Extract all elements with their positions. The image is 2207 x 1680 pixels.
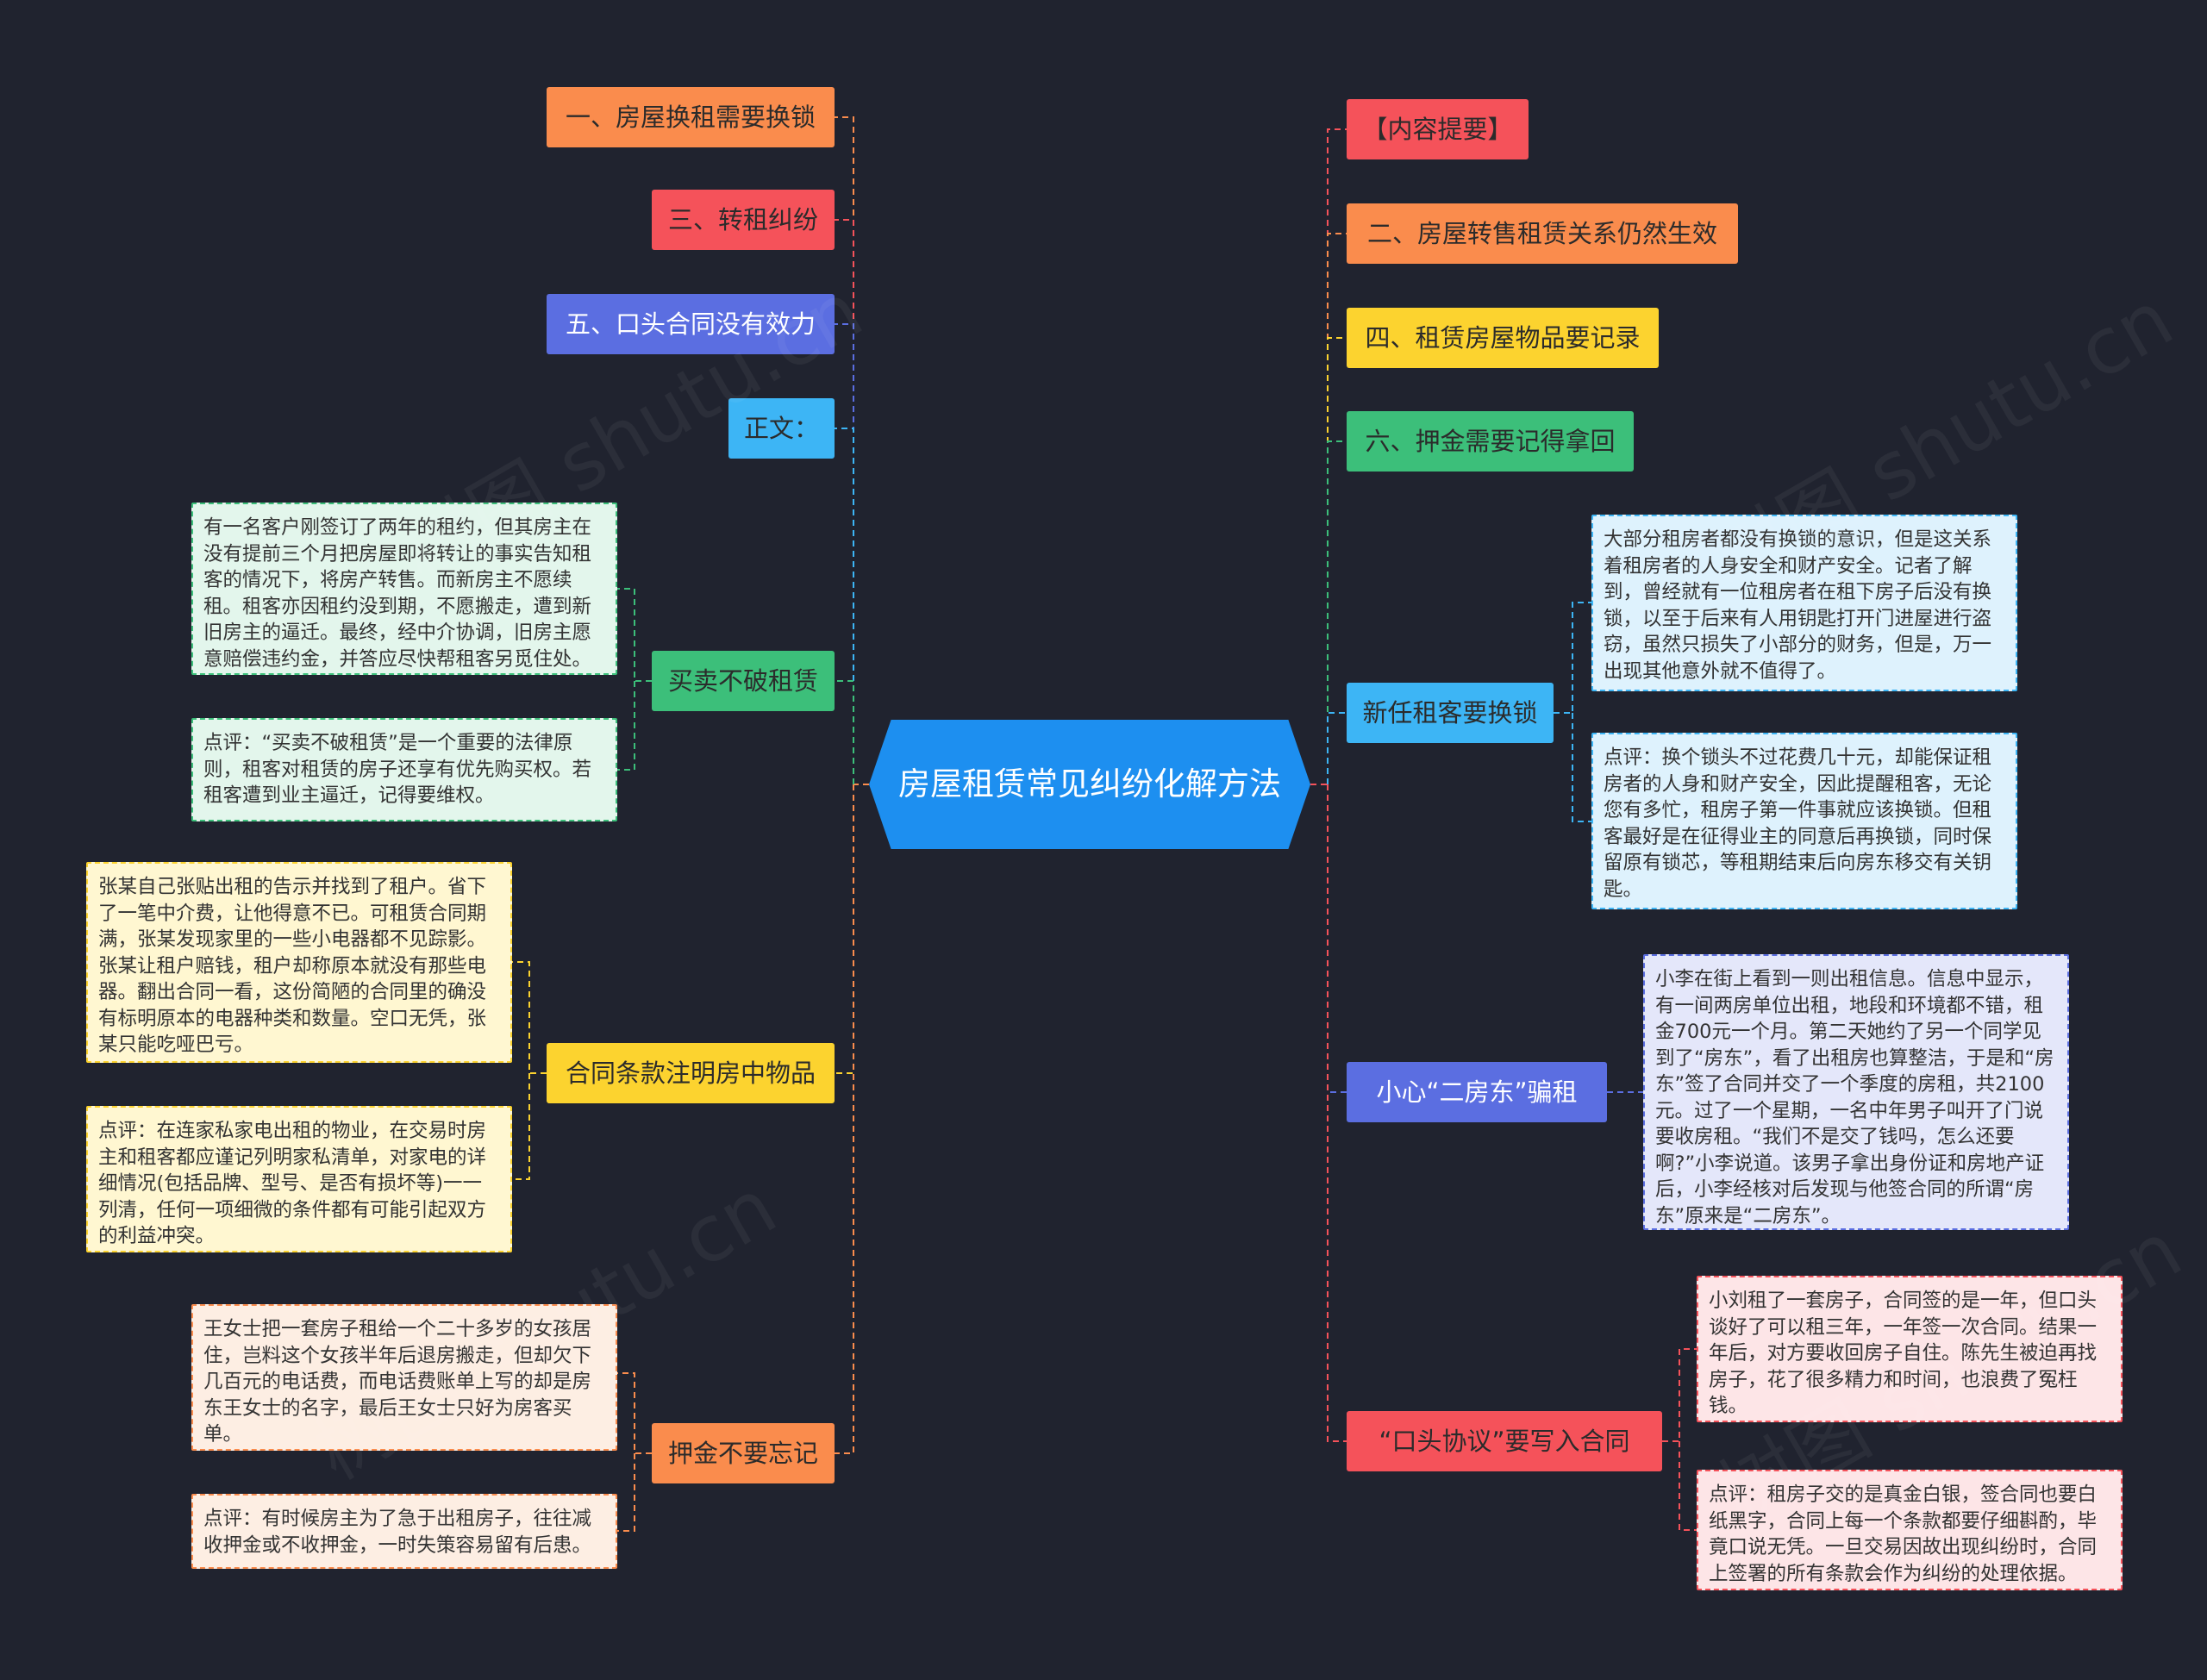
branch-nr-label: 【内容提要】 (1362, 114, 1513, 144)
connector (835, 784, 854, 1074)
branch-b4-label: 四、租赁房屋物品要记录 (1365, 322, 1641, 353)
branch-kt[interactable]: “口头协议”要写入合同 (1347, 1411, 1662, 1471)
connector (835, 784, 854, 1454)
connector (1679, 1441, 1697, 1531)
connector (617, 1453, 635, 1532)
note-mm-2: 点评：“买卖不破租赁”是一个重要的法律原则，租客对租赁的房子还享有优先购买权。若… (191, 718, 617, 821)
branch-mm[interactable]: 买卖不破租赁 (652, 651, 835, 711)
center-topic-label: 房屋租赁常见纠纷化解方法 (898, 765, 1281, 803)
center-topic[interactable]: 房屋租赁常见纠纷化解方法 (869, 720, 1310, 849)
note-kt-1: 小刘租了一套房子，合同签的是一年，但口头谈好了可以租三年，一年签一次合同。结果一… (1697, 1276, 2123, 1422)
connector (1327, 440, 1347, 784)
note-xz-1: 大部分租房者都没有换锁的意识，但是这关系着租房者的人身安全和财产安全。记者了解到… (1591, 515, 2017, 691)
connector (512, 1073, 530, 1180)
branch-ht[interactable]: 合同条款注明房中物品 (547, 1043, 835, 1103)
note-mm-1: 有一名客户刚签订了两年的租约，但其房主在没有提前三个月把房屋即将转让的事实告知租… (191, 503, 617, 675)
connector (1327, 784, 1347, 1093)
connector (617, 1372, 652, 1454)
branch-ht-label: 合同条款注明房中物品 (565, 1058, 816, 1088)
branch-b5-label: 五、口头合同没有效力 (565, 309, 816, 339)
note-kt-2: 点评：租房子交的是真金白银，签合同也要白纸黑字，合同上每一个条款都要仔细斟酌，毕… (1697, 1470, 2123, 1590)
branch-zw[interactable]: 正文： (728, 398, 835, 459)
connector (1327, 233, 1347, 784)
branch-b6[interactable]: 六、押金需要记得拿回 (1347, 411, 1634, 472)
branch-xx-label: 小心“二房东”骗租 (1376, 1077, 1578, 1107)
connector (1572, 713, 1591, 822)
connector (1327, 712, 1347, 784)
connector (617, 681, 635, 771)
connector (617, 588, 652, 682)
branch-nr[interactable]: 【内容提要】 (1347, 99, 1529, 159)
note-ht-1: 张某自己张贴出租的告示并找到了租户。省下了一笔中介费，让他得意不已。可租赁合同期… (86, 862, 512, 1063)
connector (1662, 1348, 1697, 1442)
branch-b2[interactable]: 二、房屋转售租赁关系仍然生效 (1347, 203, 1738, 264)
connector (1327, 337, 1347, 784)
branch-b1[interactable]: 一、房屋换租需要换锁 (547, 87, 835, 147)
branch-yj[interactable]: 押金不要忘记 (652, 1423, 835, 1483)
connector (1554, 602, 1591, 714)
branch-kt-label: “口头协议”要写入合同 (1379, 1426, 1630, 1456)
branch-mm-label: 买卖不破租赁 (667, 665, 818, 696)
note-ht-2: 点评：在连家私家电出租的物业，在交易时房主和租客都应谨记列明家私清单，对家电的详… (86, 1106, 512, 1252)
branch-b3[interactable]: 三、转租纠纷 (652, 190, 835, 250)
note-xx-1: 小李在街上看到一则出租信息。信息中显示，有一间两房单位出租，地段和环境都不错，租… (1643, 954, 2069, 1230)
branch-b3-label: 三、转租纠纷 (667, 204, 818, 234)
connector (512, 961, 547, 1074)
branch-b2-label: 二、房屋转售租赁关系仍然生效 (1366, 218, 1717, 248)
connector (835, 323, 854, 784)
note-yj-1: 王女士把一套房子租给一个二十多岁的女孩居住，岂料这个女孩半年后退房搬走，但却欠下… (191, 1304, 617, 1451)
connector (1327, 784, 1347, 1442)
branch-xz[interactable]: 新任租客要换锁 (1347, 683, 1554, 743)
branch-b1-label: 一、房屋换租需要换锁 (565, 102, 816, 132)
connector (835, 428, 854, 784)
branch-b5[interactable]: 五、口头合同没有效力 (547, 294, 835, 354)
branch-yj-label: 押金不要忘记 (667, 1438, 818, 1468)
connector (1327, 128, 1347, 784)
branch-xx[interactable]: 小心“二房东”骗租 (1347, 1062, 1607, 1122)
branch-zw-label: 正文： (743, 413, 819, 443)
note-xz-2: 点评：换个锁头不过花费几十元，却能保证租房者的人身和财产安全，因此提醒租客，无论… (1591, 733, 2017, 909)
branch-xz-label: 新任租客要换锁 (1362, 697, 1538, 728)
branch-b4[interactable]: 四、租赁房屋物品要记录 (1347, 308, 1659, 368)
branch-b6-label: 六、押金需要记得拿回 (1365, 426, 1616, 456)
connector (835, 116, 854, 784)
note-yj-2: 点评：有时候房主为了急于出租房子，往往减收押金或不收押金，一时失策容易留有后患。 (191, 1494, 617, 1569)
connector (835, 219, 854, 784)
connector (835, 680, 854, 784)
